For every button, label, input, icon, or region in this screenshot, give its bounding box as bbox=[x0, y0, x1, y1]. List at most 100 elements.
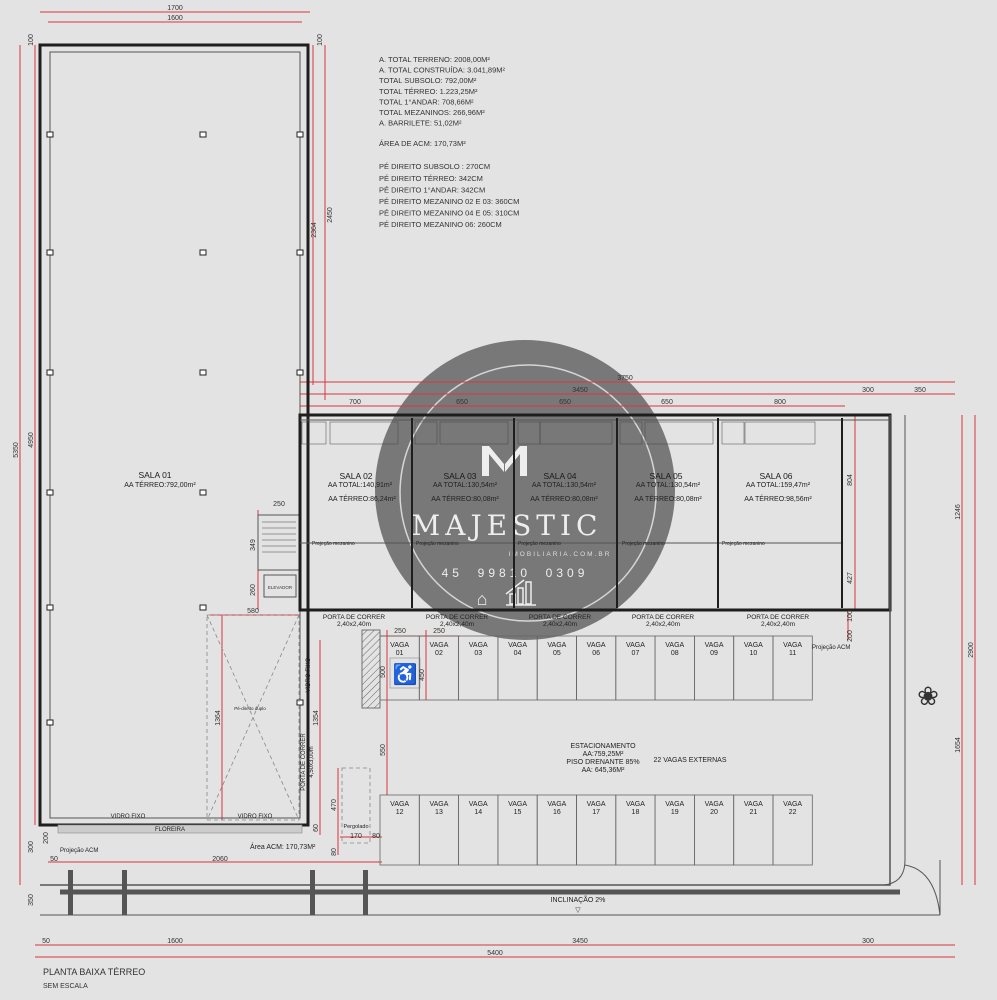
stall-number: 04 bbox=[514, 650, 522, 657]
svg-text:AA TOTAL:140,91m²: AA TOTAL:140,91m² bbox=[328, 482, 393, 489]
svg-text:♿: ♿ bbox=[393, 662, 418, 686]
sala-01-outline bbox=[38, 43, 310, 827]
room-02: SALA 02 AA TOTAL:140,91m² AA TÉRREO:86,2… bbox=[312, 471, 396, 547]
svg-text:1600: 1600 bbox=[167, 15, 183, 22]
arrow-down-icon: ▽ bbox=[575, 907, 581, 914]
svg-text:804: 804 bbox=[847, 474, 854, 486]
room-05: SALA 05 AA TOTAL:130,54m² AA TÉRREO:80,0… bbox=[622, 471, 702, 547]
svg-text:427: 427 bbox=[847, 572, 854, 584]
svg-text:2,40x2,40m: 2,40x2,40m bbox=[543, 621, 577, 628]
svg-text:2,40x2,40m: 2,40x2,40m bbox=[646, 621, 680, 628]
stall-number: 05 bbox=[553, 650, 561, 657]
svg-text:3450: 3450 bbox=[572, 387, 588, 394]
stall-label: VAGA bbox=[508, 801, 527, 808]
svg-text:Projeção mezanino: Projeção mezanino bbox=[622, 541, 665, 547]
svg-text:300: 300 bbox=[862, 387, 874, 394]
svg-text:AA TOTAL:130,54m²: AA TOTAL:130,54m² bbox=[532, 482, 597, 489]
stall-number: 07 bbox=[632, 650, 640, 657]
room-03: SALA 03 AA TOTAL:130,54m² AA TÉRREO:80,0… bbox=[416, 471, 499, 547]
parking-info: ESTACIONAMENTO AA:759,25M² PISO DRENANTE… bbox=[566, 743, 726, 774]
svg-text:170: 170 bbox=[350, 833, 362, 840]
stall-number: 14 bbox=[474, 809, 482, 816]
stall-number: 08 bbox=[671, 650, 679, 657]
pergolado-label: Pergolado bbox=[343, 824, 368, 830]
svg-text:2450: 2450 bbox=[327, 207, 334, 223]
svg-text:AA TÉRREO:80,08m²: AA TÉRREO:80,08m² bbox=[634, 494, 702, 503]
svg-text:AA:759,25M²: AA:759,25M² bbox=[583, 751, 625, 758]
svg-text:PORTA DE CORRER: PORTA DE CORRER bbox=[747, 614, 810, 621]
stall-label: VAGA bbox=[587, 801, 606, 808]
stall-label: VAGA bbox=[626, 642, 645, 649]
svg-text:2900: 2900 bbox=[968, 642, 975, 658]
vidro-fixo-side: VIDRO FIXO bbox=[306, 657, 312, 692]
svg-text:22 VAGAS EXTERNAS: 22 VAGAS EXTERNAS bbox=[653, 757, 726, 764]
svg-text:500: 500 bbox=[380, 666, 387, 678]
stall-number: 11 bbox=[789, 650, 796, 657]
pe-direito-note: PÉ DIREITO SUBSOLO : 270CM bbox=[379, 162, 490, 171]
sala-01-area: AA TÉRREO:792,00m² bbox=[124, 480, 196, 489]
area-note: TOTAL 1°ANDAR: 708,66M² bbox=[379, 97, 474, 106]
pe-direito-note: PÉ DIREITO MEZANINO 02 E 03: 360CM bbox=[379, 197, 519, 206]
svg-text:SALA 03: SALA 03 bbox=[443, 471, 476, 481]
svg-text:SALA 02: SALA 02 bbox=[339, 471, 372, 481]
svg-text:4950: 4950 bbox=[28, 432, 35, 448]
room-06: SALA 06 AA TOTAL:159,47m² AA TÉRREO:98,5… bbox=[722, 471, 812, 547]
svg-text:800: 800 bbox=[774, 399, 786, 406]
svg-text:200: 200 bbox=[847, 630, 854, 642]
pe-direito-duplo-label: Pé-direito duplo bbox=[234, 706, 266, 711]
stall-label: VAGA bbox=[547, 642, 566, 649]
svg-text:650: 650 bbox=[661, 399, 673, 406]
svg-text:300: 300 bbox=[862, 938, 874, 945]
elevator bbox=[263, 574, 297, 598]
svg-text:AA TÉRREO:80,08m²: AA TÉRREO:80,08m² bbox=[431, 494, 499, 503]
svg-text:650: 650 bbox=[456, 399, 468, 406]
stall-label: VAGA bbox=[744, 642, 763, 649]
svg-text:PORTA DE CORRER: PORTA DE CORRER bbox=[632, 614, 695, 621]
stall-number: 01 bbox=[396, 650, 404, 657]
stall-label: VAGA bbox=[390, 642, 409, 649]
svg-text:PORTA DE CORRER: PORTA DE CORRER bbox=[426, 614, 489, 621]
svg-text:250: 250 bbox=[433, 628, 445, 635]
stall-label: VAGA bbox=[705, 642, 724, 649]
area-note: A. BARRILETE: 51,02M² bbox=[379, 119, 462, 128]
svg-text:2,40x2,40m: 2,40x2,40m bbox=[337, 621, 371, 628]
svg-text:50: 50 bbox=[50, 856, 58, 863]
lot-outline bbox=[40, 415, 941, 916]
stall-label: VAGA bbox=[508, 642, 527, 649]
svg-text:Projeção mezanino: Projeção mezanino bbox=[312, 541, 355, 547]
svg-text:IMOBILIARIA.COM.BR: IMOBILIARIA.COM.BR bbox=[509, 551, 612, 558]
sala-01-name: SALA 01 bbox=[138, 470, 171, 480]
stall-number: 13 bbox=[435, 809, 443, 816]
accessible-icon: ♿ bbox=[389, 657, 421, 689]
svg-text:MAJESTIC: MAJESTIC bbox=[412, 509, 603, 542]
stall-label: VAGA bbox=[390, 801, 409, 808]
svg-text:250: 250 bbox=[273, 501, 285, 508]
svg-text:650: 650 bbox=[559, 399, 571, 406]
porta-lateral-size: 4,50x3,00m bbox=[309, 746, 315, 777]
porta-lateral: PORTA DE CORRER bbox=[301, 733, 307, 791]
svg-text:1700: 1700 bbox=[167, 5, 183, 12]
svg-text:1364: 1364 bbox=[215, 710, 222, 726]
elevator-label: ELEVADOR bbox=[268, 585, 293, 590]
projecao-acm-right: Projeção ACM bbox=[812, 645, 850, 651]
svg-text:SALA 06: SALA 06 bbox=[759, 471, 792, 481]
stall-number: 16 bbox=[553, 809, 561, 816]
stall-label: VAGA bbox=[587, 642, 606, 649]
stall-label: VAGA bbox=[665, 642, 684, 649]
room-04: SALA 04 AA TOTAL:130,54m² AA TÉRREO:80,0… bbox=[518, 471, 598, 547]
area-note: TOTAL TÉRREO: 1.223,25M² bbox=[379, 87, 478, 96]
svg-text:300: 300 bbox=[28, 841, 35, 853]
stall-number: 02 bbox=[435, 650, 443, 657]
svg-text:Projeção mezanino: Projeção mezanino bbox=[416, 541, 459, 547]
svg-text:350: 350 bbox=[28, 894, 35, 906]
hand-house-icon: ⌂ bbox=[477, 589, 488, 609]
